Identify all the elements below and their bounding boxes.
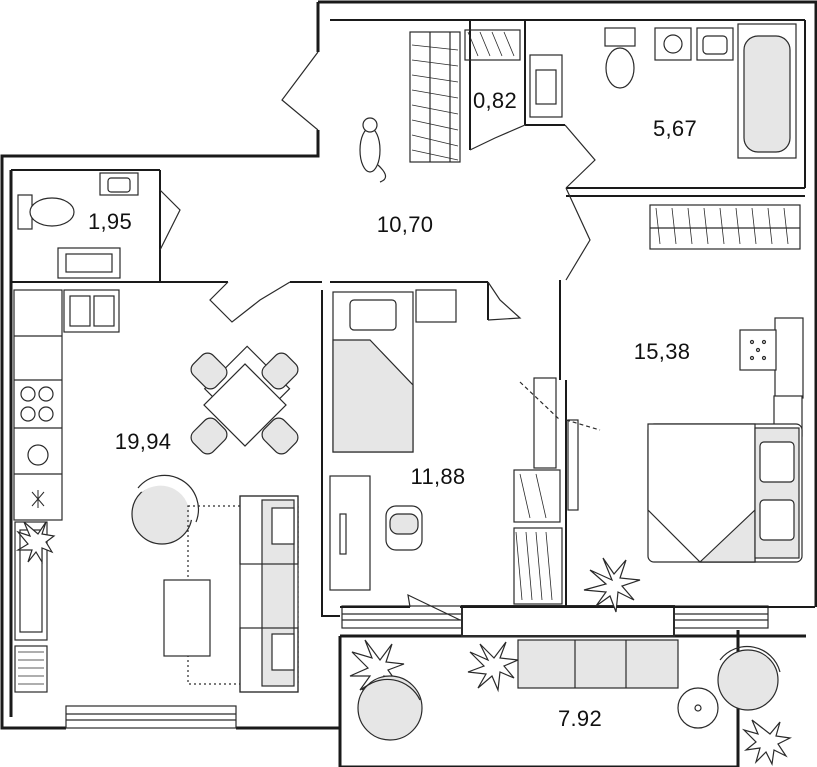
wc-heater-icon [57, 247, 121, 279]
wc-toilet-icon [17, 194, 75, 230]
child-bed-icon [332, 291, 414, 453]
storage-area-label: 0,82 [472, 88, 518, 113]
balcony-area-label: 7.92 [557, 706, 603, 731]
kitchen-counter [13, 289, 120, 521]
kitchen-plant-icon [15, 521, 56, 565]
armchair-icon [131, 474, 199, 545]
balcony-windows [341, 605, 769, 637]
double-bed-icon [647, 423, 803, 563]
balcony-table [677, 687, 719, 729]
bedroom-shelf [739, 317, 804, 437]
bedroom-wardrobe [649, 204, 801, 250]
children-room-area-label: 11,88 [410, 464, 466, 489]
balcony-armchair-right [717, 646, 781, 711]
storage-shelves [464, 29, 563, 118]
bedroom-area-label: 15,38 [633, 339, 691, 364]
plant-bedroom-icon [583, 557, 641, 613]
hallway-area-label: 10,70 [376, 212, 434, 237]
balcony-armchair-left [357, 675, 423, 741]
kitchen-living-area-label: 19,94 [114, 429, 172, 454]
wc-sink-icon [99, 172, 139, 196]
cat-icon [359, 117, 387, 183]
dining-table-icon [190, 345, 299, 455]
interior-walls [11, 19, 815, 617]
coffee-table [163, 579, 211, 657]
hallway-wardrobe [409, 31, 461, 163]
toilet-area-label: 1,95 [87, 209, 133, 234]
balcony-plant-3 [741, 719, 792, 766]
child-wardrobe [513, 377, 563, 605]
child-nightstand [415, 289, 457, 323]
tv-stand [565, 419, 601, 511]
bathroom-toilet-icon [604, 27, 636, 89]
bathroom-area-label: 5,67 [652, 116, 698, 141]
desk-icon [329, 475, 423, 591]
washing-machine-icon [654, 27, 692, 61]
bathroom-sink-icon [696, 27, 734, 61]
balcony-plant-2 [467, 641, 521, 693]
balcony-sofa [517, 639, 679, 689]
doors [159, 51, 596, 621]
sofa-icon [239, 495, 299, 693]
window-bottom [65, 705, 237, 729]
bathtub-icon [737, 23, 797, 159]
